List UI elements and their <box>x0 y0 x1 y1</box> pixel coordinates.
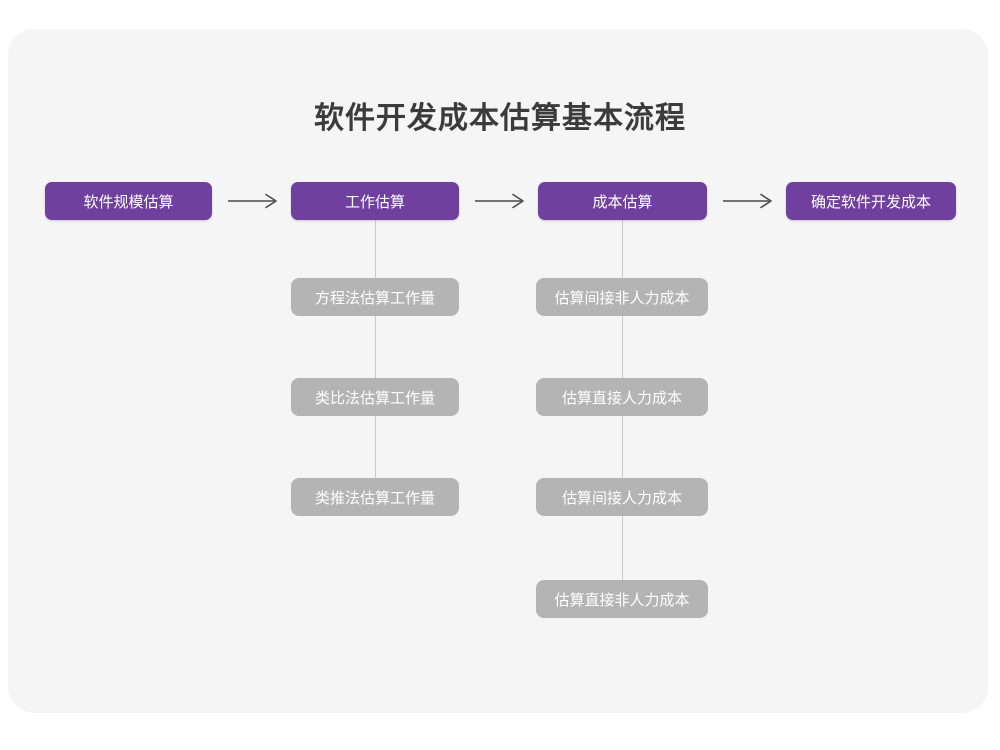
sub-step-indirect-non-labor-cost[interactable]: 估算间接非人力成本 <box>536 278 708 316</box>
sub-step-label: 类比法估算工作量 <box>314 389 435 407</box>
flow-step-work-estimation[interactable]: 工作估算 <box>291 182 459 220</box>
arrow-right-icon <box>719 191 779 211</box>
connector-work-3 <box>375 416 376 478</box>
flow-step-label: 工作估算 <box>344 193 405 211</box>
sub-step-inference-method-effort[interactable]: 类推法估算工作量 <box>291 478 459 516</box>
connector-work-1 <box>375 219 376 278</box>
sub-step-direct-non-labor-cost[interactable]: 估算直接非人力成本 <box>536 580 708 618</box>
page-title: 软件开发成本估算基本流程 <box>314 102 686 135</box>
flow-step-label: 确定软件开发成本 <box>810 193 931 211</box>
flow-step-software-scale-estimation[interactable]: 软件规模估算 <box>45 182 212 220</box>
sub-step-label: 估算直接非人力成本 <box>554 591 690 609</box>
sub-step-label: 估算直接人力成本 <box>561 389 682 407</box>
connector-cost-4 <box>622 516 623 580</box>
sub-step-label: 估算间接人力成本 <box>561 489 682 507</box>
sub-step-direct-labor-cost[interactable]: 估算直接人力成本 <box>536 378 708 416</box>
connector-work-2 <box>375 316 376 378</box>
sub-step-indirect-labor-cost[interactable]: 估算间接人力成本 <box>536 478 708 516</box>
flow-step-label: 软件规模估算 <box>83 193 174 211</box>
content-card <box>8 29 988 713</box>
connector-cost-2 <box>622 316 623 378</box>
connector-cost-3 <box>622 416 623 478</box>
flow-step-label: 成本估算 <box>592 193 653 211</box>
sub-step-label: 估算间接非人力成本 <box>554 289 690 307</box>
flow-step-determine-development-cost[interactable]: 确定软件开发成本 <box>786 182 956 220</box>
sub-step-label: 方程法估算工作量 <box>314 289 435 307</box>
arrow-right-icon <box>224 191 284 211</box>
arrow-right-icon <box>471 191 531 211</box>
flow-step-cost-estimation[interactable]: 成本估算 <box>538 182 707 220</box>
sub-step-label: 类推法估算工作量 <box>314 489 435 507</box>
sub-step-analogy-method-effort[interactable]: 类比法估算工作量 <box>291 378 459 416</box>
sub-step-equation-method-effort[interactable]: 方程法估算工作量 <box>291 278 459 316</box>
connector-cost-1 <box>622 219 623 278</box>
